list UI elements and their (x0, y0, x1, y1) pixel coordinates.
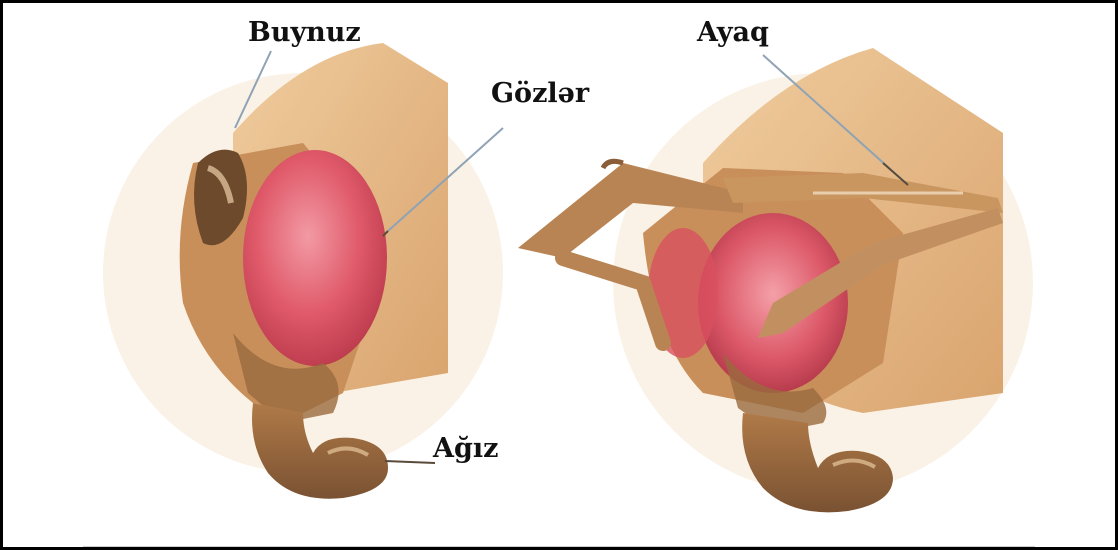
antenna-label: Buynuz (248, 19, 361, 46)
mouth-leader-line (385, 461, 435, 463)
leg-label: Ayaq (697, 19, 769, 46)
eyes-label: Gözlər (491, 80, 589, 107)
compound-eye (243, 150, 387, 366)
fly-head-front-view (518, 48, 1033, 512)
mouth-label: Ağız (433, 435, 498, 462)
bottom-divider (83, 546, 1035, 547)
fly-head-side-view (103, 43, 503, 499)
